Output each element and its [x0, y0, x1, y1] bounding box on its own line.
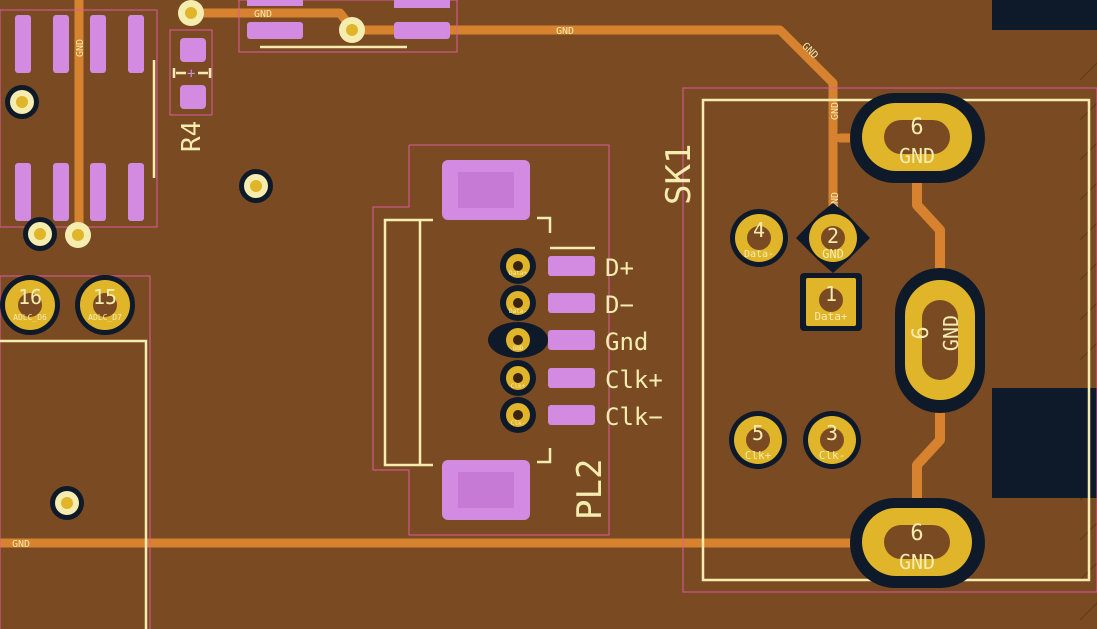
pin-label: D+: [605, 254, 634, 282]
keepout-block-mid: [992, 388, 1097, 498]
footprint-top-center[interactable]: [238, 0, 458, 53]
pad-net: Clk+: [745, 449, 772, 462]
smd-pad: [247, 0, 303, 6]
socket-sk1[interactable]: SK1 6 GND 6 GND 6 GND 4 Data-: [659, 87, 1097, 593]
polarity-plus: +: [187, 66, 195, 82]
copper-traces: [0, 0, 945, 548]
pad-number: 1: [825, 282, 837, 306]
pad-4[interactable]: 4 Data-: [730, 209, 788, 267]
pad-net: ADLC_D7: [88, 313, 122, 322]
via[interactable]: [178, 0, 204, 26]
pad-number: 6: [910, 115, 923, 140]
pad-net: ADLC_D6: [13, 313, 47, 322]
net-label: GND: [254, 9, 272, 20]
pin-label: Clk+: [605, 366, 663, 394]
pad-net: GND: [822, 247, 844, 261]
shield-pad-side[interactable]: 6 GND: [895, 268, 985, 413]
resistor-r4[interactable]: + R4: [169, 29, 213, 152]
pad-2[interactable]: 2 GND: [796, 203, 870, 273]
pin-1[interactable]: Data+ D+: [500, 248, 634, 284]
shield-pad-top[interactable]: 6 GND: [850, 93, 985, 183]
courtyard-outline: [169, 29, 213, 116]
pad-number: 6: [909, 326, 934, 339]
pin-net: Data-: [509, 308, 527, 315]
pin-net: GND: [513, 345, 524, 352]
pad-net: Clk-: [819, 449, 846, 462]
pin-3[interactable]: GND Gnd: [488, 322, 648, 358]
pad-number: 4: [753, 218, 765, 242]
pin-label: Clk−: [605, 403, 663, 431]
courtyard-outline: [372, 144, 610, 536]
ref-designator-r4: R4: [177, 121, 207, 152]
via[interactable]: [5, 85, 39, 119]
tht-pad-16[interactable]: 16 ADLC_D6: [0, 275, 60, 335]
via[interactable]: [50, 486, 84, 520]
vias: [5, 0, 365, 520]
net-label: GND: [556, 26, 574, 37]
smd-pad: [247, 22, 303, 39]
pin-2[interactable]: Data- D−: [500, 285, 634, 321]
silkscreen-outline: [0, 339, 148, 629]
smd-pad: [394, 22, 450, 39]
pad-number: 6: [910, 521, 923, 546]
tht-pad-15[interactable]: 15 ADLC_D7: [75, 275, 135, 335]
pad-net: GND: [899, 550, 935, 574]
net-label: GND: [75, 39, 86, 57]
pin-5[interactable]: Clk- Clk−: [500, 397, 663, 433]
pad-number: 2: [827, 224, 839, 248]
smd-pad: [548, 405, 595, 425]
smd-pad: [548, 368, 595, 388]
trace-gnd-top[interactable]: [187, 8, 838, 220]
pin-label: D−: [605, 291, 634, 319]
ref-designator-sk1: SK1: [659, 144, 699, 205]
net-label: GND: [830, 102, 841, 120]
pin-net: Data+: [509, 270, 527, 277]
pin-row: Data+ D+ Data- D− GND Gnd Clk+ Clk+: [488, 248, 663, 433]
pad-net: GND: [939, 315, 963, 351]
pin-4[interactable]: Clk+ Clk+: [500, 360, 663, 396]
silkscreen-body: [383, 216, 595, 467]
smd-pad: [548, 293, 595, 313]
smd-pads: [15, 15, 144, 221]
ic-footprint-bottom-left[interactable]: 16 ADLC_D6 15 ADLC_D7: [0, 275, 151, 629]
courtyard-outline: [238, 0, 458, 53]
smd-pad: [548, 256, 595, 276]
smd-pad: [394, 0, 450, 8]
pin-net: Clk+: [511, 383, 526, 390]
shield-pad-bottom[interactable]: 6 GND: [850, 498, 985, 588]
smd-pad: [180, 38, 206, 62]
smd-pad: [548, 330, 595, 350]
via[interactable]: [339, 17, 365, 43]
pad-net: GND: [899, 144, 935, 168]
smd-pad: [180, 85, 206, 109]
pad-number: 15: [93, 285, 117, 309]
pad-net: Data+: [814, 310, 847, 323]
pad-number: 5: [752, 421, 764, 445]
pad-number: 3: [826, 421, 838, 445]
pad-1[interactable]: 1 Data+: [800, 273, 862, 331]
silkscreen-marks: [172, 68, 212, 78]
pad-5[interactable]: 5 Clk+: [729, 411, 787, 469]
via[interactable]: [23, 217, 57, 251]
pad-net: Data-: [744, 249, 774, 260]
ref-designator-pl2: PL2: [570, 459, 610, 520]
pad-3[interactable]: 3 Clk-: [803, 411, 861, 469]
via[interactable]: [239, 169, 273, 203]
keepout-block-top: [992, 0, 1097, 30]
courtyard-outline: [682, 87, 1097, 593]
mounting-pad-inner: [458, 172, 514, 208]
pin-net: Clk-: [511, 420, 525, 427]
net-label: GND: [12, 539, 30, 550]
pad-number: 16: [18, 285, 42, 309]
via[interactable]: [65, 222, 91, 248]
mounting-pad-inner: [458, 472, 514, 508]
net-label: GND: [830, 192, 841, 210]
pin-label: Gnd: [605, 328, 648, 356]
courtyard-outline: [0, 275, 151, 629]
connector-pl2[interactable]: Data+ D+ Data- D− GND Gnd Clk+ Clk+: [372, 144, 663, 536]
